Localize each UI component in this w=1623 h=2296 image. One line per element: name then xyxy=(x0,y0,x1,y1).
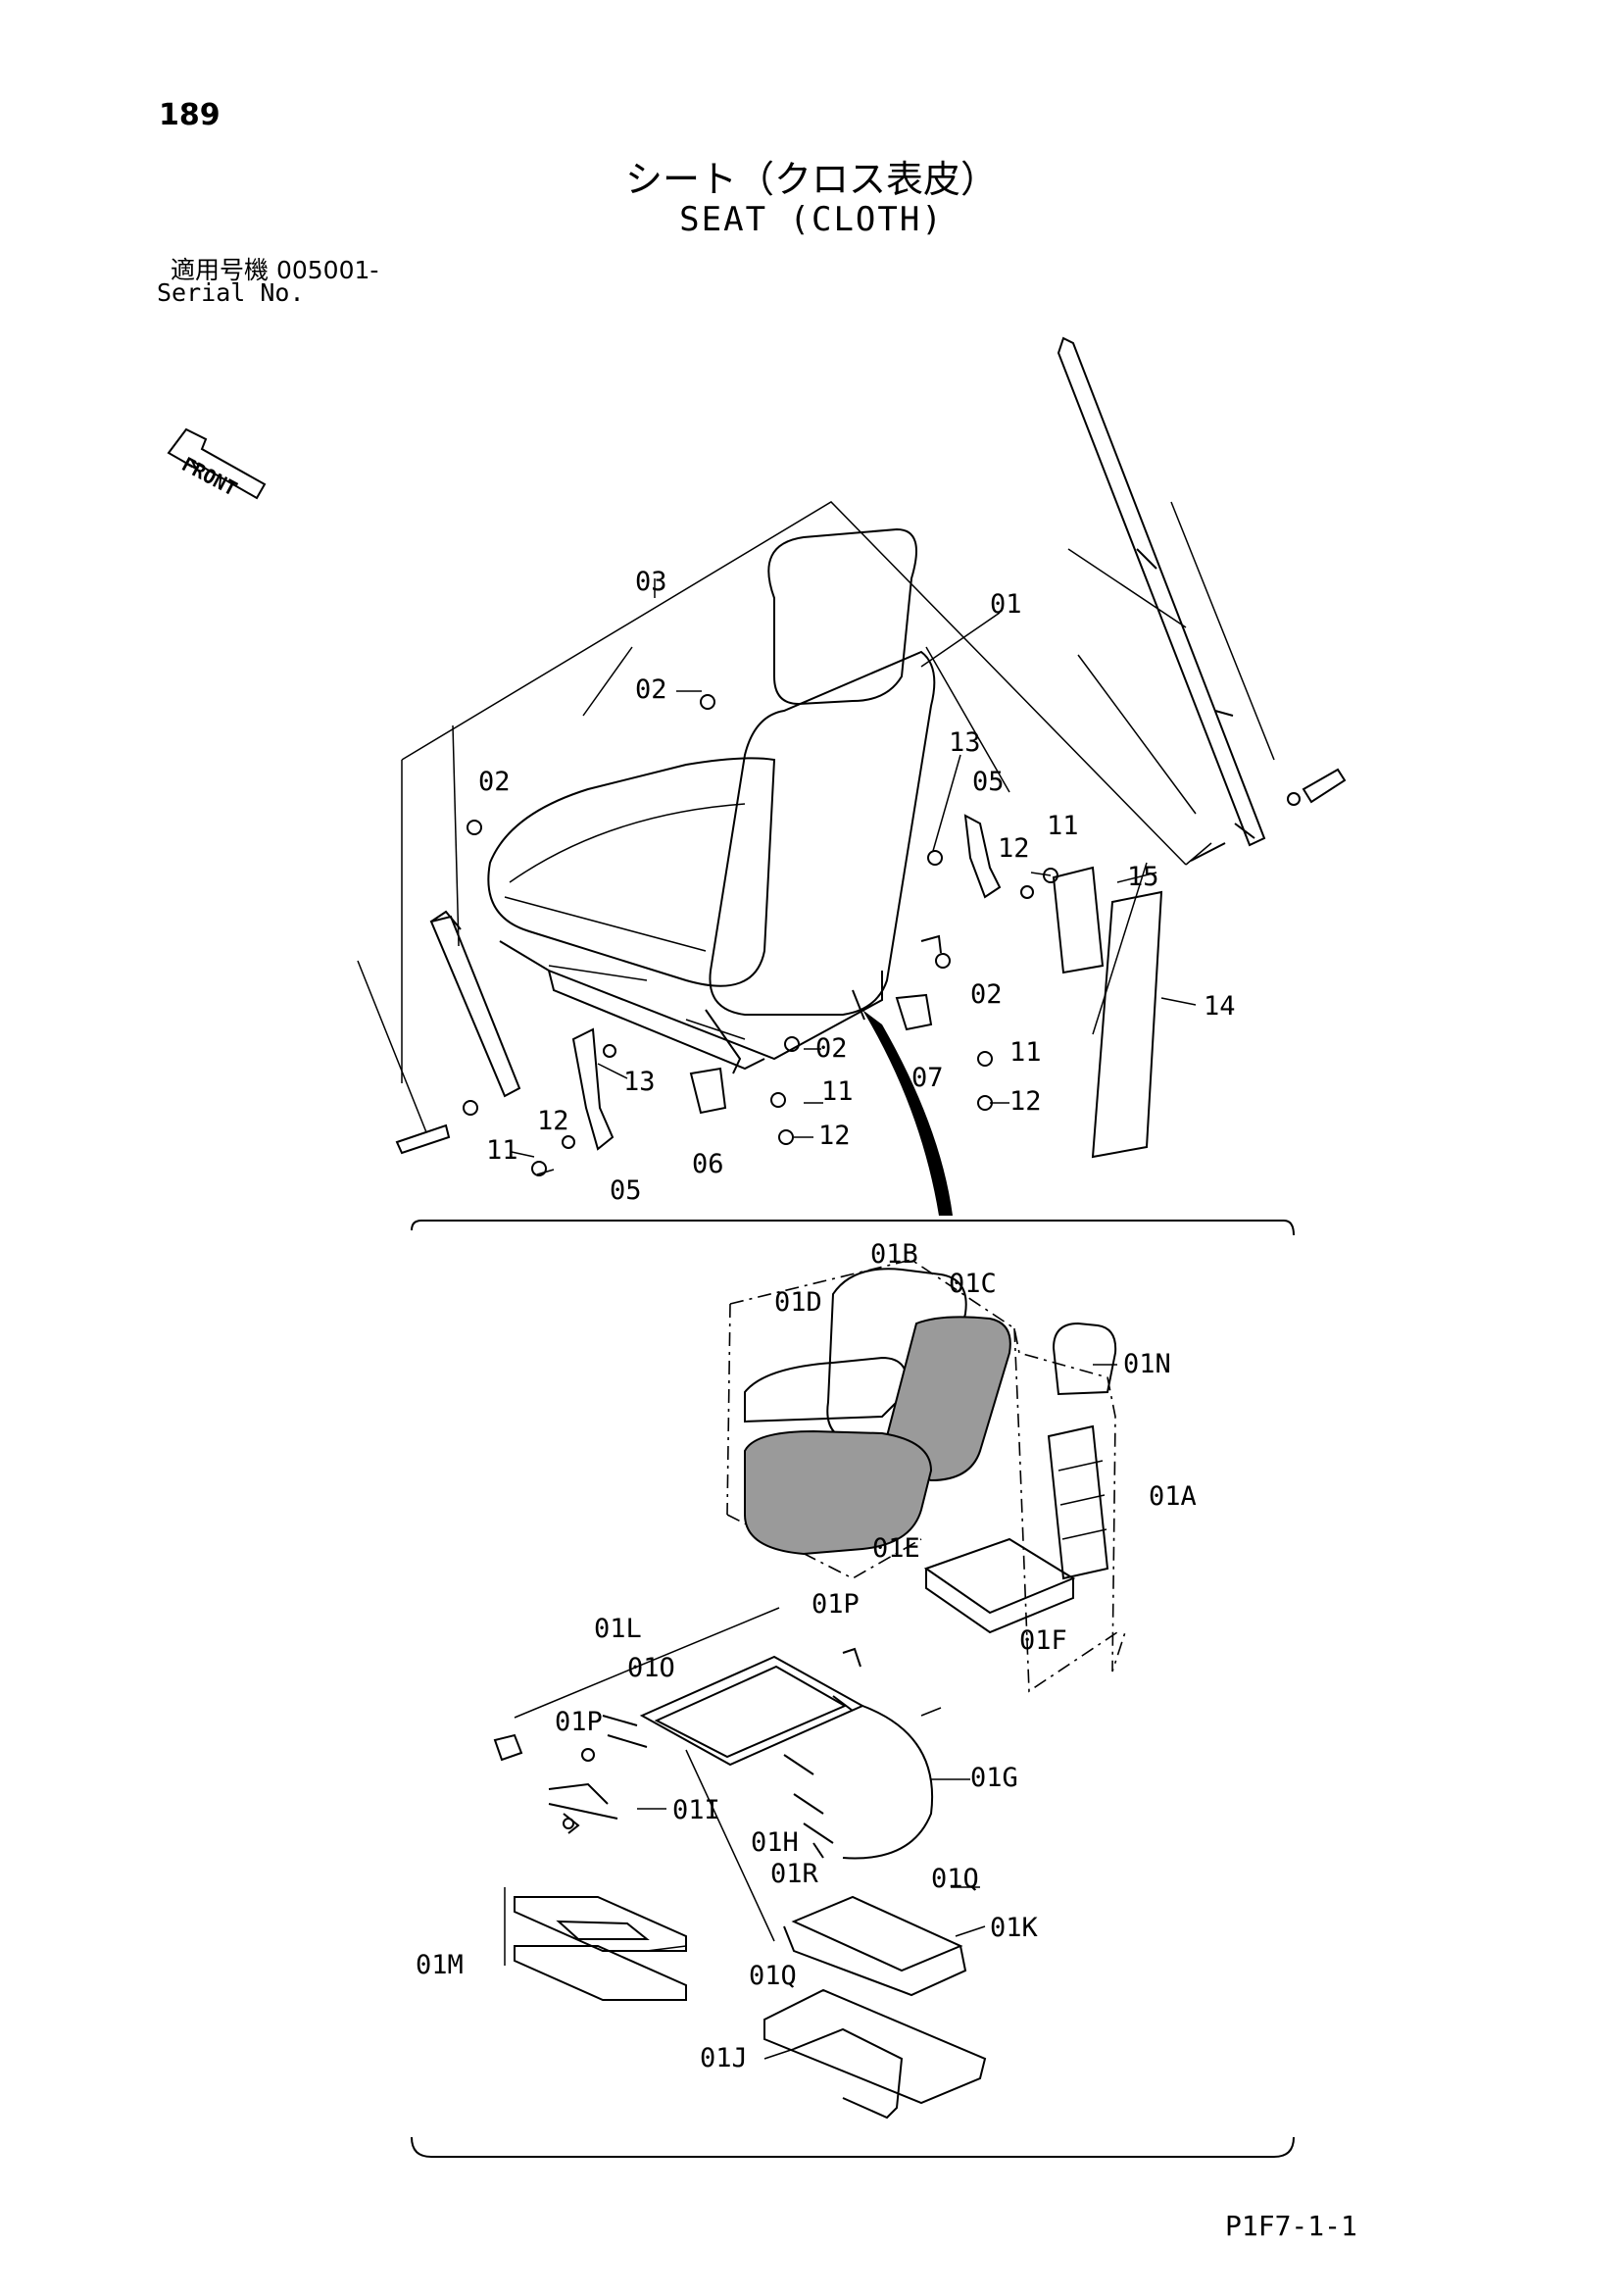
callout-label: 01M xyxy=(416,1950,464,1980)
callout-label: 05 xyxy=(972,767,1005,797)
callout-label: 01N xyxy=(1123,1349,1171,1379)
callout-label: 01C xyxy=(949,1269,997,1299)
callout-label: 05 xyxy=(610,1175,642,1206)
callout-label: 01L xyxy=(594,1614,642,1644)
callout-label: 12 xyxy=(1009,1086,1042,1117)
callout-label: 01 xyxy=(990,589,1022,620)
callout-label: 01J xyxy=(700,2043,748,2073)
callout-label: 01A xyxy=(1149,1481,1197,1512)
callout-label: 01P xyxy=(812,1589,860,1620)
callout-label: 01F xyxy=(1019,1625,1067,1656)
callout-label: 02 xyxy=(635,674,667,705)
callout-label: 01B xyxy=(870,1239,918,1270)
serial-number-label: Serial No. xyxy=(157,278,305,307)
callout-label: 02 xyxy=(970,979,1003,1010)
cushion-subassembly xyxy=(726,1259,1126,1693)
callout-label: 01Q xyxy=(749,1961,797,1991)
leader-lines xyxy=(511,578,1197,2060)
detail-frame xyxy=(411,1220,1295,2158)
slide-frame-01m xyxy=(504,1887,687,2001)
callout-label: 13 xyxy=(623,1067,656,1097)
seat-belt-right xyxy=(1057,336,1347,862)
callout-label: 01P xyxy=(555,1707,603,1737)
callout-label: 01E xyxy=(872,1533,920,1564)
front-label: FRONT xyxy=(178,452,241,500)
seat-main xyxy=(487,527,936,1074)
callout-label: 01R xyxy=(770,1859,819,1889)
front-arrow-icon: FRONT xyxy=(167,427,267,501)
callout-label: 11 xyxy=(821,1076,854,1107)
callout-label: 12 xyxy=(998,833,1030,864)
callout-label: 15 xyxy=(1127,862,1159,892)
detail-connector xyxy=(862,1010,953,1216)
callout-label: 13 xyxy=(949,727,981,758)
page-title-japanese: シート（クロス表皮） xyxy=(624,158,998,201)
callout-label: 03 xyxy=(635,567,667,597)
slide-and-frame xyxy=(493,1607,987,2120)
callout-label: 11 xyxy=(1009,1037,1042,1068)
callout-label: 01D xyxy=(774,1287,822,1318)
hardware-parts xyxy=(467,694,1163,1176)
callout-label: 01O xyxy=(627,1653,675,1683)
callout-label: 01K xyxy=(990,1913,1039,1943)
callout-label: 11 xyxy=(486,1135,518,1166)
page-title: SEAT (CLOTH) xyxy=(679,200,944,239)
callout-label: 01H xyxy=(751,1827,799,1858)
callout-labels: 03 01 02 02 13 05 11 12 15 02 14 02 13 1… xyxy=(416,567,1236,2073)
callout-label: 07 xyxy=(911,1063,944,1093)
callout-label: 11 xyxy=(1047,811,1079,841)
callout-label: 12 xyxy=(537,1106,569,1136)
callout-label: 14 xyxy=(1204,991,1236,1022)
upper-assembly-lines xyxy=(357,501,1275,1133)
callout-label: 02 xyxy=(815,1033,848,1064)
seat-belt-left xyxy=(395,910,521,1155)
page-number: 189 xyxy=(159,98,221,132)
callout-label: 01Q xyxy=(931,1864,979,1894)
callout-label: 01G xyxy=(970,1763,1018,1793)
serial-number-label-japanese: 適用号機 005001- xyxy=(171,256,379,284)
callout-label: 06 xyxy=(692,1149,724,1179)
callout-label: 12 xyxy=(818,1121,851,1151)
callout-label: 01I xyxy=(672,1795,720,1825)
page-code: P1F7-1-1 xyxy=(1225,2210,1357,2242)
callout-label: 02 xyxy=(478,767,511,797)
